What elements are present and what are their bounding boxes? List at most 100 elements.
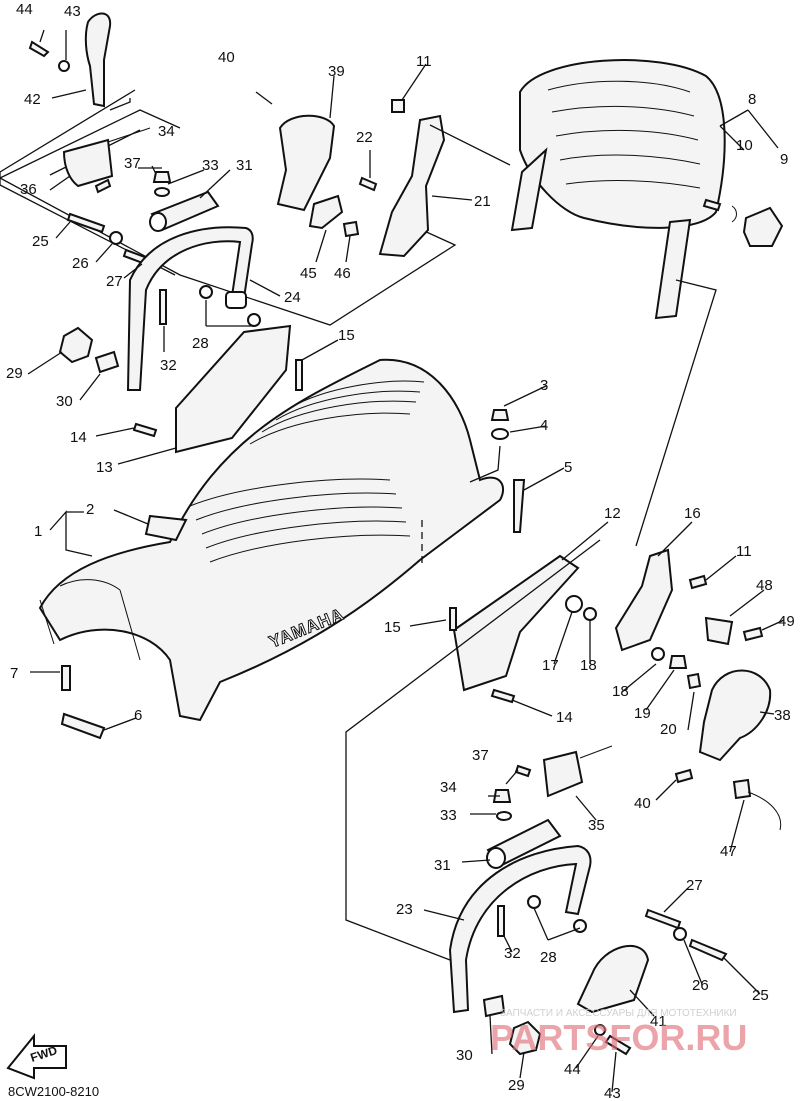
- callout-2: 2: [86, 501, 94, 518]
- fwd-arrow-icon: FWD: [6, 1033, 67, 1080]
- bolt-11-lower: [688, 574, 708, 590]
- callout-15: 15: [338, 327, 355, 344]
- callout-36: 36: [20, 181, 37, 198]
- connector-48: [704, 616, 734, 646]
- washer-33-lower: [496, 811, 512, 821]
- callout-8: 8: [748, 91, 756, 108]
- diagram-code: 8CW2100-8210: [8, 1084, 99, 1099]
- callout-25-lower: 25: [752, 987, 769, 1004]
- bolt-14-lower: [490, 688, 516, 704]
- callout-16: 16: [684, 505, 701, 522]
- callout-34-lower: 34: [440, 779, 457, 796]
- nut-34-lower: [492, 789, 512, 803]
- holder-31-lower-end: [486, 847, 506, 869]
- bracket-35-wire: [579, 745, 613, 759]
- callout-27-lower: 27: [686, 877, 703, 894]
- collar-28b: [247, 313, 261, 327]
- guide-line-right-vert: [345, 539, 601, 961]
- washer-26-lower: [673, 927, 687, 941]
- part-20: [686, 672, 702, 690]
- nut-19: [668, 655, 688, 669]
- bracket-21: [378, 114, 446, 258]
- guide-line-backrest: [429, 124, 511, 166]
- callout-29-lower: 29: [508, 1077, 525, 1094]
- bracket-16: [614, 548, 674, 652]
- callout-31-lower: 31: [434, 857, 451, 874]
- collar-28: [199, 285, 213, 299]
- callout-39: 39: [328, 63, 345, 80]
- callout-24: 24: [284, 289, 301, 306]
- callout-25: 25: [32, 233, 49, 250]
- bolt-15: [295, 359, 303, 391]
- clip-5: [513, 479, 526, 533]
- backrest-stitching: [547, 80, 701, 189]
- callout-43: 43: [64, 3, 81, 20]
- callout-13: 13: [96, 459, 113, 476]
- backrest-frame-right: [654, 218, 692, 320]
- bolt-32: [159, 289, 167, 325]
- screw-49: [742, 626, 764, 642]
- bracket-12: [452, 554, 580, 692]
- screw-46: [342, 220, 360, 238]
- bolt-7: [61, 665, 71, 691]
- callout-18-lower: 18: [612, 683, 629, 700]
- callout-38: 38: [774, 707, 791, 724]
- nut-3: [490, 409, 510, 421]
- emblem-2: [144, 514, 188, 542]
- clip-45: [308, 194, 344, 230]
- callout-4: 4: [540, 417, 548, 434]
- seat-tail: [39, 579, 141, 661]
- callout-42: 42: [24, 91, 41, 108]
- callout-29: 29: [6, 365, 23, 382]
- bolt-25: [66, 212, 106, 234]
- cover-39: [276, 114, 336, 212]
- callout-41: 41: [650, 1013, 667, 1030]
- washer-33: [154, 187, 170, 197]
- callout-33: 33: [202, 157, 219, 174]
- screw-22: [358, 176, 378, 192]
- guide-line-backrest-down: [635, 279, 717, 547]
- leader-lines: [27, 29, 785, 1093]
- callout-3: 3: [540, 377, 548, 394]
- grab-rail-23: [448, 844, 592, 1014]
- bolt-25-lower: [688, 938, 728, 962]
- bolt-11-top: [391, 99, 405, 113]
- callout-22: 22: [356, 129, 373, 146]
- collar-28-lower: [527, 895, 541, 909]
- callout-1: 1: [34, 523, 42, 540]
- callout-5: 5: [564, 459, 572, 476]
- guide-line-seat-top: [469, 445, 501, 483]
- bolt-43-lower: [604, 1034, 632, 1056]
- callout-12: 12: [604, 505, 621, 522]
- lamp-housing-38: [698, 669, 772, 762]
- callout-37: 37: [124, 155, 141, 172]
- callout-15-lower: 15: [384, 619, 401, 636]
- callout-labels: 44 43 42 40 39 11 8 10 9 34 22 33 31 37 …: [6, 1, 795, 1101]
- washer-26: [109, 231, 123, 245]
- watermark: ЗАПЧАСТИ И АКСЕССУАРЫ ДЛЯ МОТОТЕХНИКИ PA…: [490, 1008, 747, 1058]
- callout-40: 40: [218, 49, 235, 66]
- backrest-frame-left: [510, 147, 548, 232]
- callout-10: 10: [736, 137, 753, 154]
- callout-18: 18: [580, 657, 597, 674]
- wire-47: [747, 791, 782, 831]
- bracket-35: [542, 750, 584, 798]
- callout-11-lower: 11: [736, 543, 752, 560]
- callout-37-lower: 37: [472, 747, 489, 764]
- seat-ridges: [189, 380, 425, 563]
- backrest-bolt: [702, 198, 722, 212]
- rail-6: [60, 712, 106, 740]
- callout-26-lower: 26: [692, 977, 709, 994]
- collar-17: [565, 595, 583, 613]
- callout-49: 49: [778, 613, 795, 630]
- callout-32-lower: 32: [504, 945, 521, 962]
- washer-44-lower: [594, 1024, 606, 1036]
- callout-9: 9: [780, 151, 788, 168]
- callout-21: 21: [474, 193, 491, 210]
- callout-23: 23: [396, 901, 413, 918]
- callout-27: 27: [106, 273, 123, 290]
- callout-46: 46: [334, 265, 351, 282]
- spacer-30: [94, 350, 120, 374]
- callout-34: 34: [158, 123, 175, 140]
